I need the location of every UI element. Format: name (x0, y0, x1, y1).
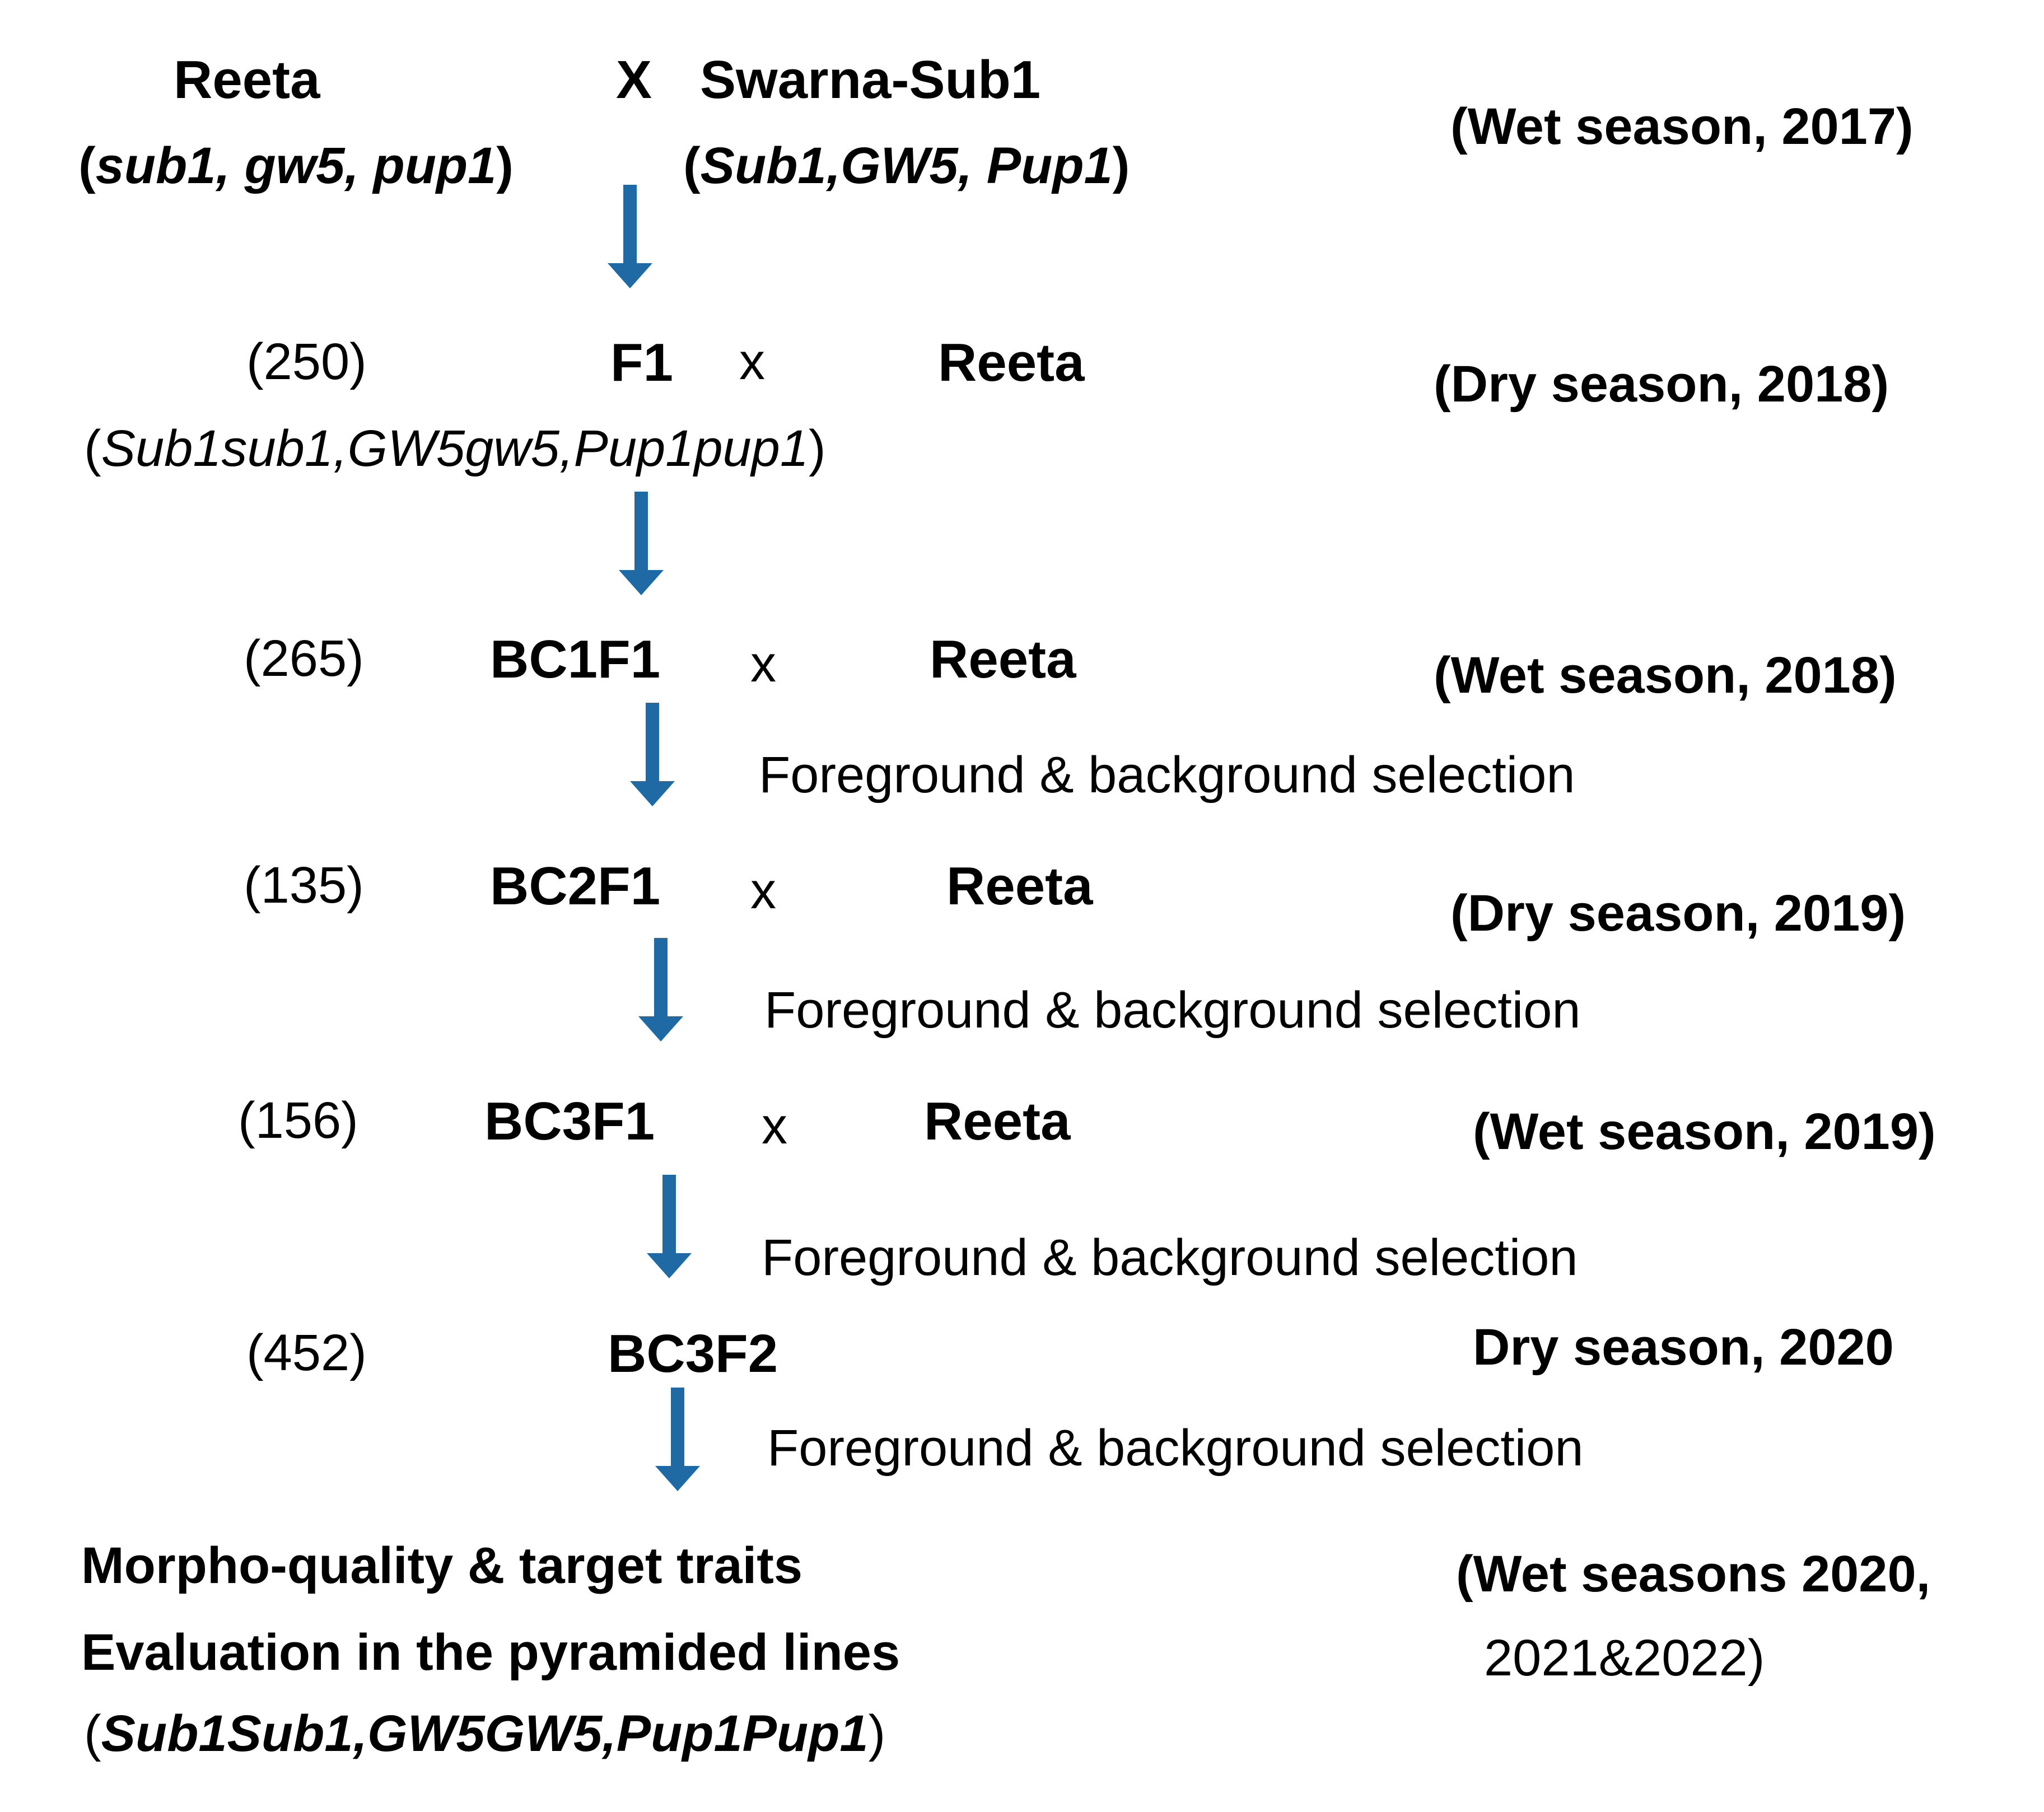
down-arrow-icon (630, 703, 675, 806)
final-season-line-2: 2021&2022) (1484, 1632, 1765, 1684)
season-wet-2017: (Wet season, 2017) (1450, 101, 1914, 152)
bc2f1-count: (135) (244, 860, 364, 911)
bc3f1-recurrent-parent: Reeta (924, 1095, 1070, 1148)
final-season-line-1: (Wet seasons 2020, (1456, 1548, 1930, 1600)
bc3f1-cross-symbol: x (762, 1100, 787, 1152)
final-genotype-text: Sub1Sub1,GW5GW5,Pup1Pup1 (101, 1705, 869, 1762)
parent1-name: Reeta (174, 53, 320, 107)
season-dry-2019: (Dry season, 2019) (1450, 888, 1906, 939)
bc2f1-recurrent-parent: Reeta (946, 860, 1093, 913)
parent1-genotype: (sub1, gw5, pup1) (78, 140, 514, 192)
season-dry-2020: Dry season, 2020 (1473, 1321, 1894, 1373)
down-arrow-icon (638, 938, 683, 1042)
bc3f2-count: (452) (246, 1327, 367, 1379)
season-wet-2018: (Wet season, 2018) (1434, 650, 1897, 701)
f1-recurrent-parent: Reeta (938, 336, 1084, 390)
f1-cross-symbol: x (739, 336, 765, 387)
down-arrow-icon (619, 492, 664, 595)
final-line-1: Morpho-quality & target traits (81, 1540, 802, 1591)
parent2-name: Swarna-Sub1 (700, 53, 1040, 107)
selection-label-1: Foreground & background selection (759, 749, 1575, 801)
f1-genotype: (Sub1sub1,GW5gw5,Pup1pup1) (84, 423, 826, 474)
f1-generation: F1 (610, 336, 673, 390)
parent2-genotype-text: Sub1,GW5, Pup1 (701, 137, 1113, 194)
bc1f1-recurrent-parent: Reeta (930, 633, 1076, 686)
bc1f1-count: (265) (244, 633, 364, 684)
down-arrow-icon (647, 1175, 692, 1278)
selection-label-3: Foreground & background selection (762, 1232, 1578, 1283)
parent2-genotype: (Sub1,GW5, Pup1) (683, 140, 1130, 192)
bc1f1-generation: BC1F1 (490, 633, 660, 686)
final-line-2: Evaluation in the pyramided lines (81, 1627, 900, 1678)
bc3f1-count: (156) (238, 1095, 358, 1146)
selection-label-4: Foreground & background selection (767, 1422, 1584, 1474)
season-wet-2019: (Wet season, 2019) (1473, 1106, 1936, 1157)
cross-symbol: X (616, 53, 652, 107)
down-arrow-icon (655, 1388, 700, 1491)
bc3f2-generation: BC3F2 (608, 1327, 778, 1381)
bc3f1-generation: BC3F1 (484, 1095, 655, 1148)
bc2f1-generation: BC2F1 (490, 860, 660, 913)
f1-count: (250) (246, 336, 367, 387)
final-genotype: (Sub1Sub1,GW5GW5,Pup1Pup1) (84, 1708, 885, 1759)
bc2f1-cross-symbol: x (750, 865, 776, 917)
f1-genotype-text: Sub1sub1,GW5gw5,Pup1pup1 (101, 420, 809, 477)
down-arrow-icon (608, 185, 652, 288)
parent1-genotype-text: sub1, gw5, pup1 (96, 137, 497, 194)
selection-label-2: Foreground & background selection (764, 984, 1581, 1036)
bc1f1-cross-symbol: x (750, 638, 776, 690)
season-dry-2018: (Dry season, 2018) (1434, 358, 1889, 410)
